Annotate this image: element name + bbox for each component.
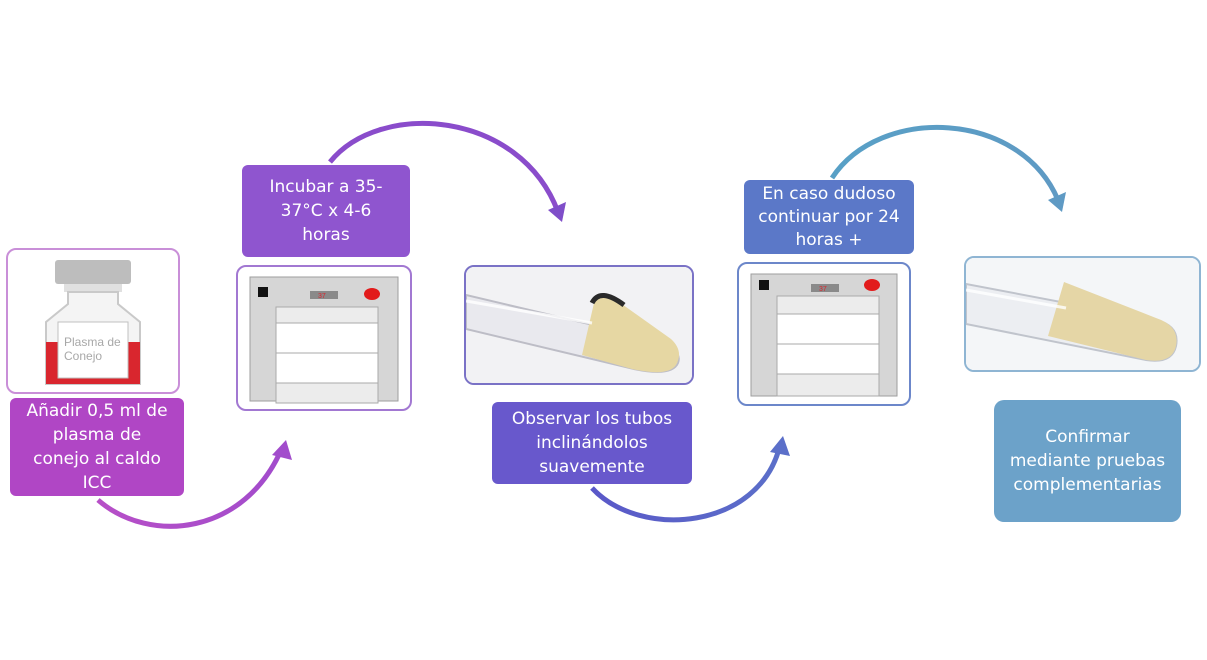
incubator-1-icon: 37 (249, 276, 399, 404)
step-1-label: Añadir 0,5 ml de plasma de conejo al cal… (10, 398, 184, 496)
incubator-2-display: 37 (819, 286, 827, 293)
test-tube-2-icon (966, 258, 1199, 370)
step-4-label: En caso dudoso continuar por 24 horas + (744, 180, 914, 254)
arrow-2-to-3 (328, 120, 561, 213)
incubator-2-icon: 37 (750, 273, 898, 397)
step-2-label: Incubar a 35- 37°C x 4-6 horas (242, 165, 410, 257)
arrow-2-to-3-head (548, 202, 566, 222)
incubator-1-display: 37 (318, 293, 326, 300)
test-tube-1-icon (466, 267, 692, 383)
test-tube-1-frame (464, 265, 694, 385)
arrow-1-to-2 (96, 447, 285, 529)
test-tube-2-frame (964, 256, 1201, 372)
arrow-3-to-4 (590, 444, 783, 523)
arrow-4-to-5-head (1048, 192, 1066, 212)
incubator-1-frame: 37 (236, 265, 412, 411)
step-5-label: Confirmar mediante pruebas complementari… (994, 400, 1181, 522)
incubator-2-frame: 37 (737, 262, 911, 406)
arrow-4-to-5 (829, 125, 1061, 201)
arrow-3-to-4-head (770, 436, 790, 456)
step-3-label: Observar los tubos inclinándolos suaveme… (492, 402, 692, 484)
arrow-1-to-2-head (272, 440, 292, 460)
